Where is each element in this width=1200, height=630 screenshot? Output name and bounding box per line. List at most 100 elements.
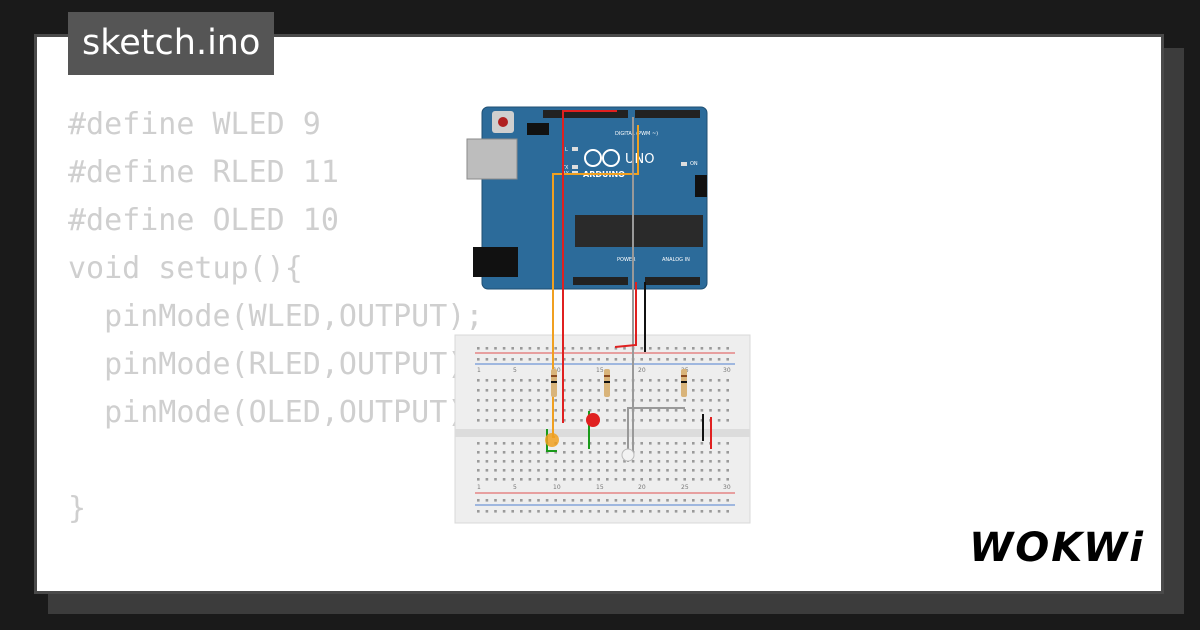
breadboard-number-top: 15 bbox=[596, 367, 604, 374]
breadboard-hole bbox=[571, 478, 575, 481]
breadboard-hole bbox=[580, 451, 583, 454]
breadboard-hole bbox=[666, 347, 669, 350]
breadboard-hole bbox=[545, 399, 549, 402]
breadboard-hole bbox=[520, 399, 523, 402]
breadboard-hole bbox=[623, 419, 626, 422]
breadboard-number-top: 30 bbox=[723, 367, 731, 374]
breadboard-hole bbox=[666, 442, 669, 445]
breadboard-hole bbox=[709, 409, 712, 412]
breadboard-hole bbox=[683, 499, 686, 502]
breadboard-hole bbox=[511, 347, 514, 350]
breadboard-hole bbox=[520, 499, 523, 502]
breadboard-hole bbox=[597, 379, 600, 382]
breadboard-hole bbox=[545, 460, 549, 463]
breadboard-hole bbox=[537, 409, 540, 412]
breadboard-hole bbox=[700, 460, 704, 463]
breadboard-hole bbox=[666, 409, 669, 412]
breadboard-hole bbox=[640, 478, 643, 481]
breadboard-hole bbox=[597, 499, 600, 502]
breadboard-hole bbox=[623, 379, 626, 382]
breadboard-hole bbox=[700, 389, 704, 392]
breadboard-hole bbox=[657, 442, 661, 445]
breadboard-hole bbox=[692, 389, 695, 392]
breadboard-hole bbox=[709, 451, 712, 454]
breadboard-hole bbox=[614, 469, 618, 472]
breadboard-hole bbox=[494, 409, 497, 412]
breadboard-hole bbox=[494, 442, 497, 445]
breadboard-hole bbox=[554, 399, 557, 402]
breadboard-hole bbox=[563, 499, 566, 502]
breadboard: 1 5 10 15 20 25 30 1 5 10 15 20 25 30 bbox=[454, 334, 751, 524]
breadboard-hole bbox=[588, 409, 592, 412]
breadboard-hole bbox=[554, 347, 557, 350]
breadboard-hole bbox=[528, 389, 532, 392]
breadboard-hole bbox=[666, 389, 669, 392]
breadboard-hole bbox=[520, 419, 523, 422]
breadboard-hole bbox=[649, 419, 652, 422]
breadboard-hole bbox=[709, 399, 712, 402]
breadboard-hole bbox=[494, 499, 497, 502]
breadboard-hole bbox=[485, 469, 489, 472]
breadboard-hole bbox=[545, 409, 549, 412]
breadboard-hole bbox=[623, 499, 626, 502]
breadboard-hole bbox=[502, 419, 506, 422]
breadboard-hole bbox=[649, 469, 652, 472]
breadboard-hole bbox=[485, 358, 489, 361]
breadboard-hole bbox=[477, 347, 480, 350]
breadboard-hole bbox=[631, 478, 635, 481]
breadboard-hole bbox=[666, 510, 669, 513]
breadboard-hole bbox=[485, 451, 489, 454]
breadboard-hole bbox=[614, 460, 618, 463]
breadboard-hole bbox=[597, 399, 600, 402]
breadboard-hole bbox=[674, 347, 678, 350]
breadboard-hole bbox=[614, 442, 618, 445]
breadboard-hole bbox=[502, 499, 506, 502]
wire-red bbox=[562, 110, 617, 423]
breadboard-hole bbox=[485, 478, 489, 481]
breadboard-hole bbox=[511, 499, 514, 502]
breadboard-hole bbox=[657, 460, 661, 463]
breadboard-hole bbox=[640, 460, 643, 463]
breadboard-hole bbox=[649, 510, 652, 513]
breadboard-hole bbox=[623, 389, 626, 392]
breadboard-hole bbox=[683, 419, 686, 422]
breadboard-hole bbox=[640, 469, 643, 472]
breadboard-hole bbox=[597, 347, 600, 350]
breadboard-hole bbox=[537, 379, 540, 382]
breadboard-number-bottom: 15 bbox=[596, 484, 604, 491]
breadboard-hole bbox=[700, 442, 704, 445]
breadboard-hole bbox=[597, 478, 600, 481]
filename-tab: sketch.ino bbox=[68, 12, 275, 75]
breadboard-hole bbox=[511, 379, 514, 382]
breadboard-hole bbox=[683, 399, 686, 402]
breadboard-hole bbox=[537, 389, 540, 392]
breadboard-hole bbox=[597, 442, 600, 445]
breadboard-hole bbox=[494, 389, 497, 392]
breadboard-hole bbox=[520, 442, 523, 445]
breadboard-hole bbox=[631, 510, 635, 513]
breadboard-hole bbox=[683, 469, 686, 472]
breadboard-hole bbox=[726, 379, 729, 382]
breadboard-hole bbox=[683, 347, 686, 350]
breadboard-hole bbox=[580, 347, 583, 350]
breadboard-hole bbox=[528, 499, 532, 502]
breadboard-hole bbox=[511, 469, 514, 472]
breadboard-hole bbox=[614, 358, 618, 361]
breadboard-hole bbox=[502, 478, 506, 481]
breadboard-hole bbox=[571, 442, 575, 445]
breadboard-hole bbox=[666, 379, 669, 382]
breadboard-hole bbox=[588, 389, 592, 392]
breadboard-hole bbox=[657, 499, 661, 502]
breadboard-hole bbox=[477, 399, 480, 402]
breadboard-hole bbox=[502, 510, 506, 513]
breadboard-hole bbox=[588, 399, 592, 402]
breadboard-hole bbox=[692, 399, 695, 402]
breadboard-hole bbox=[563, 419, 566, 422]
breadboard-hole bbox=[528, 451, 532, 454]
breadboard-hole bbox=[700, 347, 704, 350]
breadboard-hole bbox=[657, 419, 661, 422]
breadboard-hole bbox=[614, 478, 618, 481]
breadboard-hole bbox=[502, 451, 506, 454]
breadboard-hole bbox=[717, 510, 721, 513]
breadboard-hole bbox=[606, 451, 609, 454]
